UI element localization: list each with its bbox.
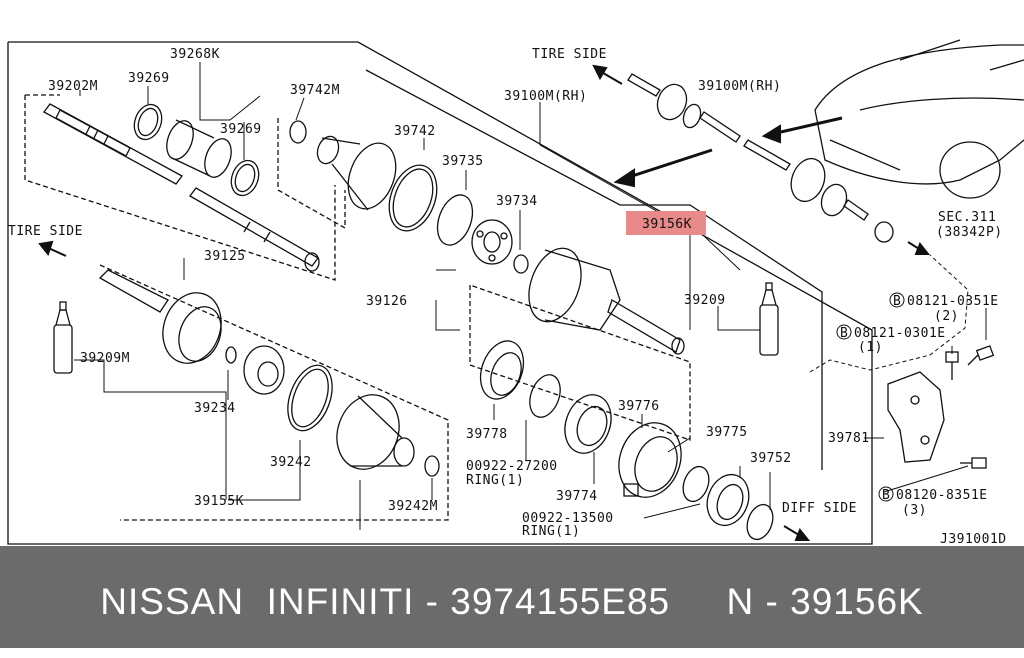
callout-bolt-0301e[interactable]: B 08121-0301E (1) [836, 324, 946, 355]
seal-39752[interactable] [743, 501, 778, 543]
label-08121-0351e: 08121-0351E [907, 294, 999, 309]
caption-text: NISSAN INFINITI - 3974155E85 N - 39156K [100, 581, 924, 622]
label-diff-side: DIFF SIDE [782, 501, 857, 516]
band-39735[interactable] [381, 159, 446, 238]
arrow-callout-1 [771, 116, 843, 136]
label-00922-13500[interactable]: 00922-13500 [522, 511, 614, 526]
label-39234[interactable]: 39234 [194, 401, 236, 416]
joint-39126[interactable] [519, 241, 685, 355]
bolt-0301e[interactable] [945, 351, 959, 380]
spider-39734[interactable] [471, 219, 513, 265]
label-39100m-rh-center[interactable]: 39100M(RH) [504, 89, 587, 104]
label-39735[interactable]: 39735 [442, 154, 484, 169]
label-08120-8351e: 08120-8351E [896, 488, 988, 503]
label-39100m-rh-top[interactable]: 39100M(RH) [698, 79, 781, 94]
label-sec311[interactable]: SEC.311 [938, 210, 996, 225]
caption-bar: NISSAN INFINITI - 3974155E85 N - 39156K [0, 546, 1024, 648]
label-39781[interactable]: 39781 [828, 431, 870, 446]
label-39752[interactable]: 39752 [750, 451, 792, 466]
label-39269-a[interactable]: 39269 [128, 71, 170, 86]
diagram-frame [7, 41, 873, 545]
inner-race[interactable] [243, 345, 285, 395]
highlight-39156k [626, 211, 706, 235]
bolt-8351e-prefix: B [882, 488, 890, 503]
label-39202m[interactable]: 39202M [48, 79, 98, 94]
arrow-callout-2 [625, 148, 713, 180]
boot-39268k[interactable] [162, 117, 236, 181]
parts-diagram: 39268K 39202M 39269 39269 39742M 39742 3… [7, 39, 1024, 546]
vehicle-outline [814, 39, 1024, 199]
label-39269-b[interactable]: 39269 [220, 122, 262, 137]
shaft-box [24, 95, 336, 281]
label-08120-8351e-qty: (3) [902, 503, 927, 518]
diagram-code: J391001D [940, 532, 1007, 546]
ring-13500[interactable] [679, 463, 714, 505]
circlip-39234[interactable] [225, 346, 237, 364]
label-39742[interactable]: 39742 [394, 124, 436, 139]
label-39775[interactable]: 39775 [706, 425, 748, 440]
clamp-39269-a[interactable] [130, 101, 167, 144]
grease-39209[interactable] [759, 282, 779, 356]
bracket-39781[interactable] [887, 371, 945, 463]
inner-frame-right [365, 69, 823, 470]
label-39155k[interactable]: 39155K [194, 494, 244, 509]
label-39268k[interactable]: 39268K [170, 47, 220, 62]
ring-27200[interactable] [524, 371, 565, 422]
label-39774[interactable]: 39774 [556, 489, 598, 504]
label-39242[interactable]: 39242 [270, 455, 312, 470]
label-39209m[interactable]: 39209M [80, 351, 130, 366]
joint-kit-box [99, 264, 449, 521]
housing-39776[interactable] [609, 414, 691, 506]
callout-bolt-8351e[interactable]: B 08120-8351E (3) [878, 486, 988, 518]
band-39242[interactable] [280, 359, 341, 437]
joint-39125[interactable] [98, 269, 231, 371]
label-39242m[interactable]: 39242M [388, 499, 438, 514]
bolt-0301e-prefix: B [840, 326, 848, 341]
clip-39742m[interactable] [289, 120, 307, 144]
ring-39734-band[interactable] [431, 190, 479, 250]
shaft-39202m[interactable] [43, 103, 183, 185]
label-ring-27200-qty: RING(1) [466, 473, 524, 488]
label-08121-0301e-qty: (1) [858, 340, 883, 355]
seal-39775[interactable] [700, 469, 755, 532]
clamp-39269-b[interactable] [227, 157, 264, 200]
label-ring-13500-qty: RING(1) [522, 524, 580, 539]
label-39742m[interactable]: 39742M [290, 83, 340, 98]
label-39156k[interactable]: 39156K [642, 217, 692, 232]
label-39778[interactable]: 39778 [466, 427, 508, 442]
boot-lower[interactable] [327, 386, 415, 478]
label-tire-side-left: TIRE SIDE [8, 224, 83, 239]
label-00922-27200[interactable]: 00922-27200 [466, 459, 558, 474]
axle-39100m[interactable] [627, 73, 894, 243]
callout-bolt-0351e[interactable]: B 08121-0351E (2) [889, 292, 999, 324]
boot-39742[interactable] [314, 133, 404, 215]
bearing-39774[interactable] [557, 388, 619, 459]
label-39776[interactable]: 39776 [618, 399, 660, 414]
label-tire-side-top: TIRE SIDE [532, 47, 607, 62]
bolt-0351e[interactable] [967, 345, 995, 366]
label-39209[interactable]: 39209 [684, 293, 726, 308]
clip-39242m[interactable] [424, 455, 440, 477]
label-08121-0351e-qty: (2) [934, 309, 959, 324]
grease-39209m[interactable] [53, 301, 73, 374]
bolt-0351e-prefix: B [893, 294, 901, 309]
snap-ring[interactable] [513, 254, 529, 274]
label-39734[interactable]: 39734 [496, 194, 538, 209]
label-08121-0301e: 08121-0301E [854, 326, 946, 341]
label-39126[interactable]: 39126 [366, 294, 408, 309]
bolt-8351e[interactable] [960, 457, 987, 469]
shaft-lower[interactable] [189, 187, 320, 272]
seal-39778[interactable] [473, 335, 531, 405]
label-39125[interactable]: 39125 [204, 249, 246, 264]
label-38342p[interactable]: (38342P) [936, 225, 1003, 240]
